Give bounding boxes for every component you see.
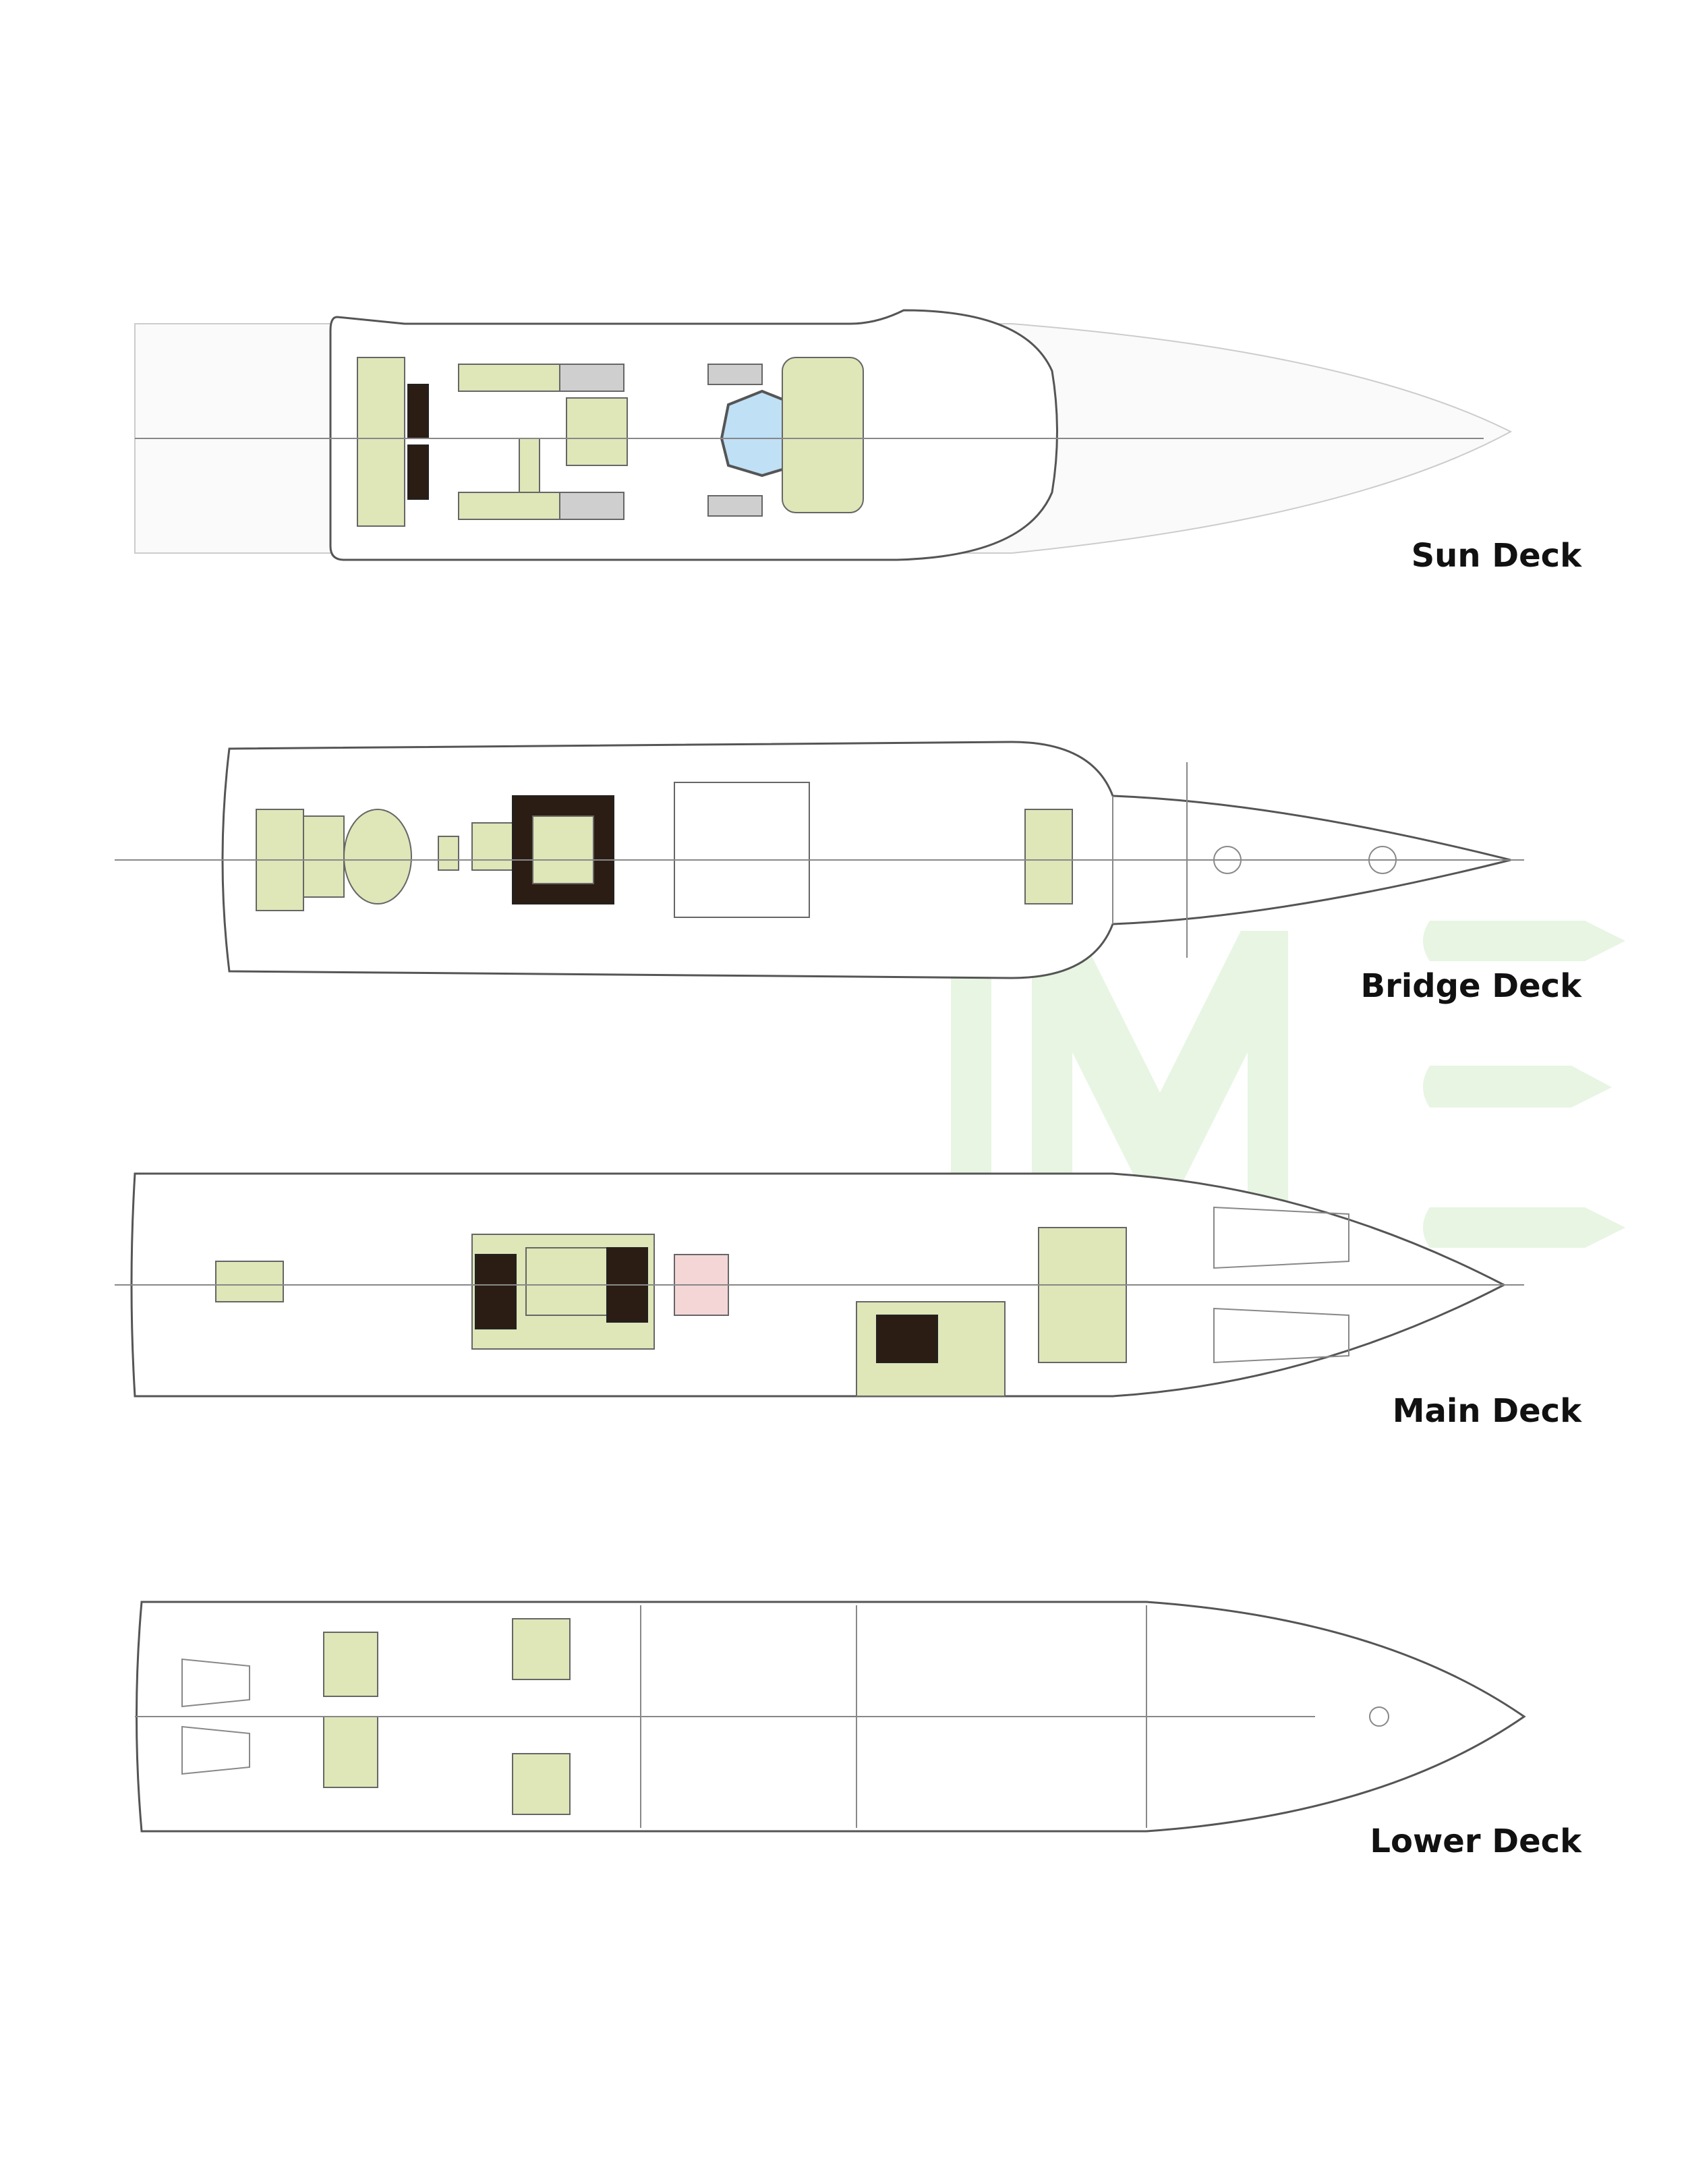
lower-deck-label: Lower Deck [1370,1822,1581,1860]
sun-deck-label: Sun Deck [1411,537,1581,575]
bridge-deck-plan [115,741,1524,979]
lower-deck-plan [135,1601,1526,1833]
main-deck-plan [115,1172,1524,1398]
bridge-deck-label: Bridge Deck [1360,967,1581,1005]
watermark-logo [951,921,1625,1255]
sun-deck-plan [134,309,1513,561]
main-deck-label: Main Deck [1392,1392,1581,1430]
